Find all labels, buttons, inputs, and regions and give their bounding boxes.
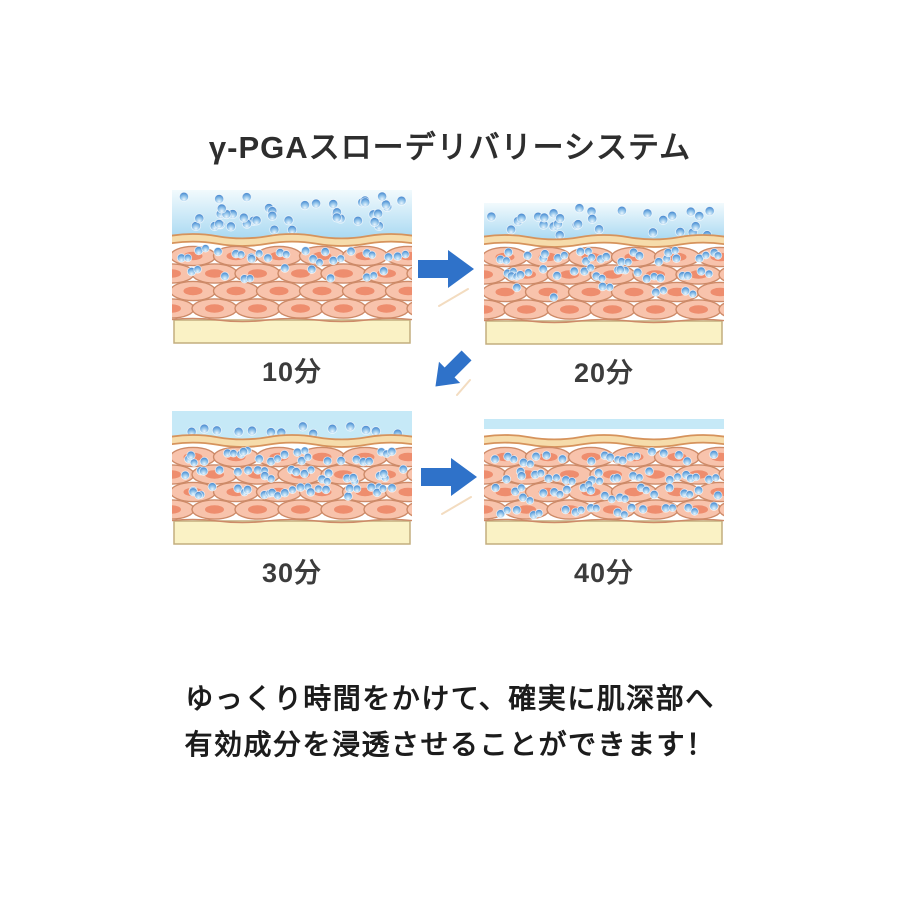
stage-label-20min: 20分 bbox=[573, 358, 635, 388]
skin-diagram-10min-illustration bbox=[172, 190, 412, 344]
stage-30min: 30分 bbox=[172, 411, 412, 590]
diagram-title: γ-PGAスローデリバリーシステム bbox=[208, 130, 692, 165]
arrow-down-left-icon bbox=[435, 350, 472, 396]
skin-diagram-40min-illustration bbox=[484, 419, 724, 545]
arrow-right-icon bbox=[421, 458, 477, 515]
skin-diagram-30min-illustration bbox=[172, 411, 412, 545]
caption-line-2: 有効成分を浸透させることができます！ bbox=[184, 729, 716, 760]
stage-label-40min: 40分 bbox=[573, 558, 635, 588]
caption-line-1: ゆっくり時間をかけて、確実に肌深部へ bbox=[185, 683, 715, 714]
skin-diagram-20min-illustration bbox=[484, 203, 724, 345]
stage-40min: 40分 bbox=[484, 419, 724, 590]
caption: ゆっくり時間をかけて、確実に肌深部へ 有効成分を浸透させることができます！ bbox=[0, 676, 900, 768]
arrow-right-icon bbox=[418, 250, 474, 307]
stage-10min: 10分 bbox=[172, 190, 412, 389]
stage-label-30min: 30分 bbox=[261, 558, 323, 588]
stage-label-10min: 10分 bbox=[261, 357, 323, 387]
stage-20min: 20分 bbox=[484, 203, 724, 390]
